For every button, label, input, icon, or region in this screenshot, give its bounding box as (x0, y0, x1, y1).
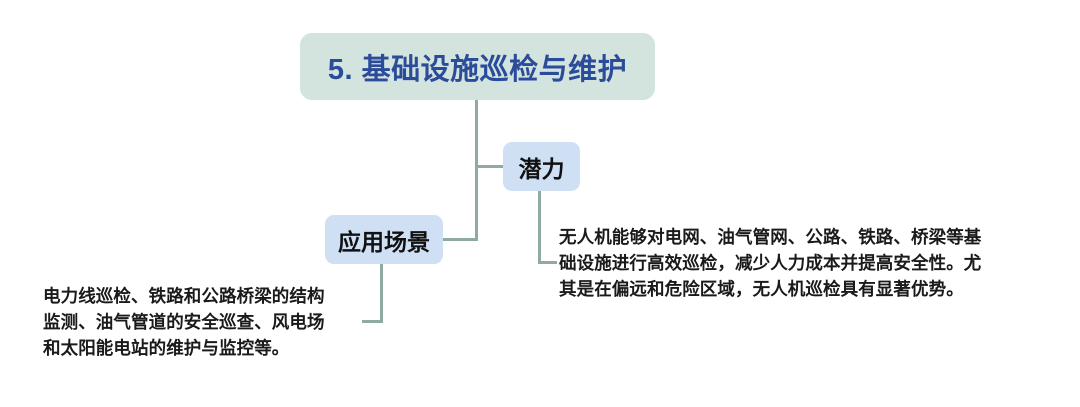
detail-line: 其是在偏远和危险区域，无人机巡检具有显著优势。 (559, 279, 964, 299)
connector-trunk-vertical (475, 100, 478, 241)
connector-potential-detail-vertical (538, 191, 541, 264)
node-application-scenarios[interactable]: 应用场景 (325, 215, 443, 264)
connector-to-potential (475, 165, 504, 168)
node-application-scenarios-label: 应用场景 (338, 228, 430, 255)
detail-text-potential: 无人机能够对电网、油气管网、公路、铁路、桥梁等基 础设施进行高效巡检，减少人力成… (559, 224, 1054, 302)
node-title-infrastructure-inspection[interactable]: 5. 基础设施巡检与维护 (300, 33, 655, 100)
detail-text-application-scenarios: 电力线巡检、铁路和公路桥梁的结构 监测、油气管道的安全巡查、风电场 和太阳能电站… (43, 283, 383, 361)
node-title-label: 5. 基础设施巡检与维护 (327, 53, 628, 86)
connector-potential-detail-horizontal (538, 261, 557, 264)
detail-line: 电力线巡检、铁路和公路桥梁的结构 (43, 286, 325, 306)
detail-line: 监测、油气管道的安全巡查、风电场 (43, 312, 325, 332)
detail-line: 无人机能够对电网、油气管网、公路、铁路、桥梁等基 (559, 227, 982, 247)
node-potential-label: 潜力 (518, 155, 565, 182)
node-potential[interactable]: 潜力 (503, 142, 580, 191)
connector-application-detail-vertical (380, 264, 383, 323)
connector-application-detail-horizontal (362, 320, 383, 323)
detail-line: 础设施进行高效巡检，减少人力成本并提高安全性。尤 (559, 253, 982, 273)
detail-line: 和太阳能电站的维护与监控等。 (43, 338, 290, 358)
connector-to-application-scenarios (442, 238, 478, 241)
